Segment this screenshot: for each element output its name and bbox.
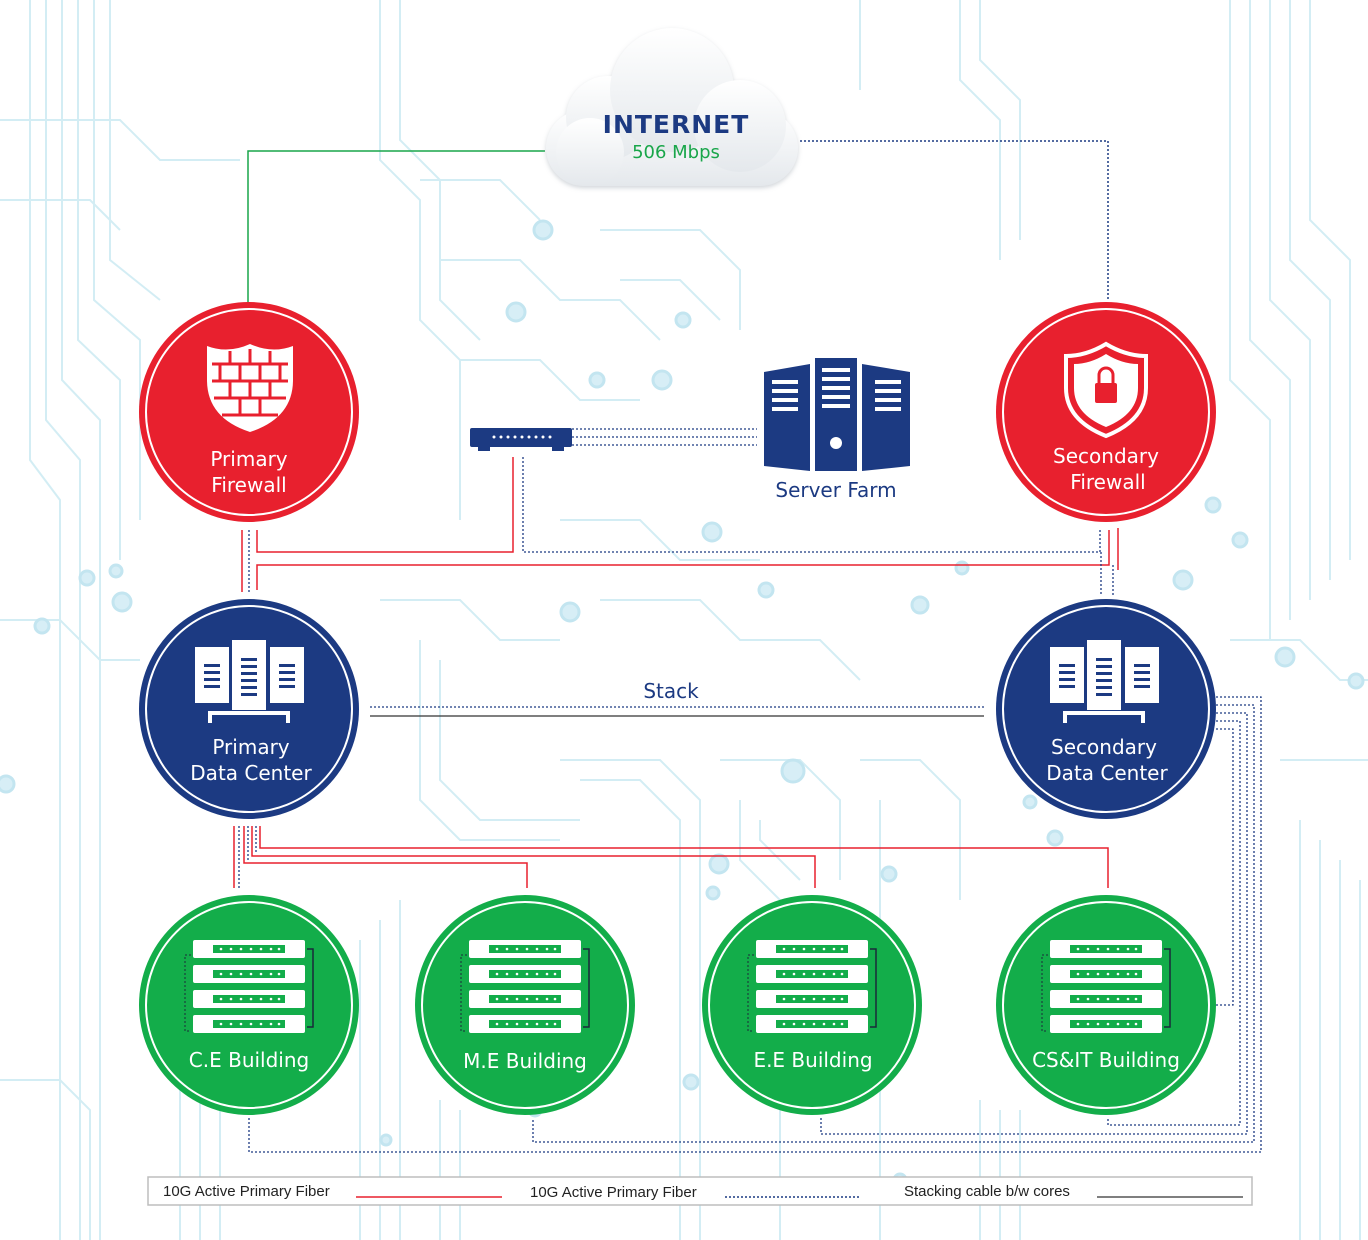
internet-to-primary-firewall-link <box>247 150 545 303</box>
secondary-datacenter-label-line1: Secondary <box>1051 735 1157 759</box>
building-label-ee: E.E Building <box>753 1048 872 1072</box>
secondary-datacenter-loop-links <box>248 696 1262 1153</box>
network-switch-icon <box>470 428 572 451</box>
internet-to-secondary-firewall-link <box>800 140 1109 300</box>
lock-shield-icon <box>1064 341 1148 439</box>
server-rack-icon <box>1050 640 1159 723</box>
server-rack-icon <box>195 640 304 723</box>
building-node-ce[interactable]: C.E Building <box>139 895 359 1115</box>
connections <box>233 140 1262 1153</box>
primary-firewall-label-line1: Primary <box>210 447 287 471</box>
rack-stack-icon <box>1041 940 1171 1033</box>
cloud-icon <box>546 28 798 186</box>
rack-stack-icon <box>184 940 314 1033</box>
secondary-datacenter-node[interactable]: Secondary Data Center <box>996 599 1216 819</box>
datacenter-to-buildings-dotted-links <box>238 826 257 888</box>
legend-label-dotted-fiber: 10G Active Primary Fiber <box>530 1184 697 1201</box>
stack-label: Stack <box>643 679 699 703</box>
rack-stack-icon <box>747 940 877 1033</box>
legend: 10G Active Primary Fiber 10G Active Prim… <box>147 1176 1253 1206</box>
building-node-csit[interactable]: CS&IT Building <box>996 895 1216 1115</box>
legend-label-red-fiber: 10G Active Primary Fiber <box>163 1183 330 1200</box>
firewall-red-links <box>241 457 1119 592</box>
internet-cloud: INTERNET 506 Mbps <box>546 28 798 186</box>
primary-firewall-node[interactable]: Primary Firewall <box>139 302 359 522</box>
server-farm[interactable]: Server Farm <box>764 358 910 502</box>
rack-stack-icon <box>460 940 590 1033</box>
secondary-datacenter-label-line2: Data Center <box>1046 761 1168 785</box>
building-node-me[interactable]: M.E Building <box>415 895 635 1115</box>
server-farm-label: Server Farm <box>775 478 896 502</box>
secondary-firewall-label-line2: Firewall <box>1070 470 1145 494</box>
network-switch[interactable] <box>470 428 572 451</box>
building-label-me: M.E Building <box>463 1049 587 1073</box>
brick-shield-icon <box>207 344 293 432</box>
primary-datacenter-label-line1: Primary <box>212 735 289 759</box>
datacenter-to-buildings-red-links <box>233 826 1109 888</box>
switch-to-server-farm-links <box>572 428 757 446</box>
secondary-firewall-label-line1: Secondary <box>1053 444 1159 468</box>
secondary-firewall-node[interactable]: Secondary Firewall <box>996 302 1216 522</box>
primary-datacenter-label-line2: Data Center <box>190 761 312 785</box>
building-label-ce: C.E Building <box>189 1048 309 1072</box>
building-node-ee[interactable]: E.E Building <box>702 895 922 1115</box>
server-towers-icon <box>764 358 910 471</box>
building-label-csit: CS&IT Building <box>1032 1048 1180 1072</box>
legend-label-stacking-cable: Stacking cable b/w cores <box>904 1183 1070 1200</box>
firewall-dotted-links <box>248 457 1114 596</box>
internet-title: INTERNET <box>603 110 750 139</box>
stack-links <box>370 706 984 717</box>
internet-speed: 506 Mbps <box>632 142 720 163</box>
primary-datacenter-node[interactable]: Primary Data Center <box>139 599 359 819</box>
primary-firewall-label-line2: Firewall <box>211 473 286 497</box>
